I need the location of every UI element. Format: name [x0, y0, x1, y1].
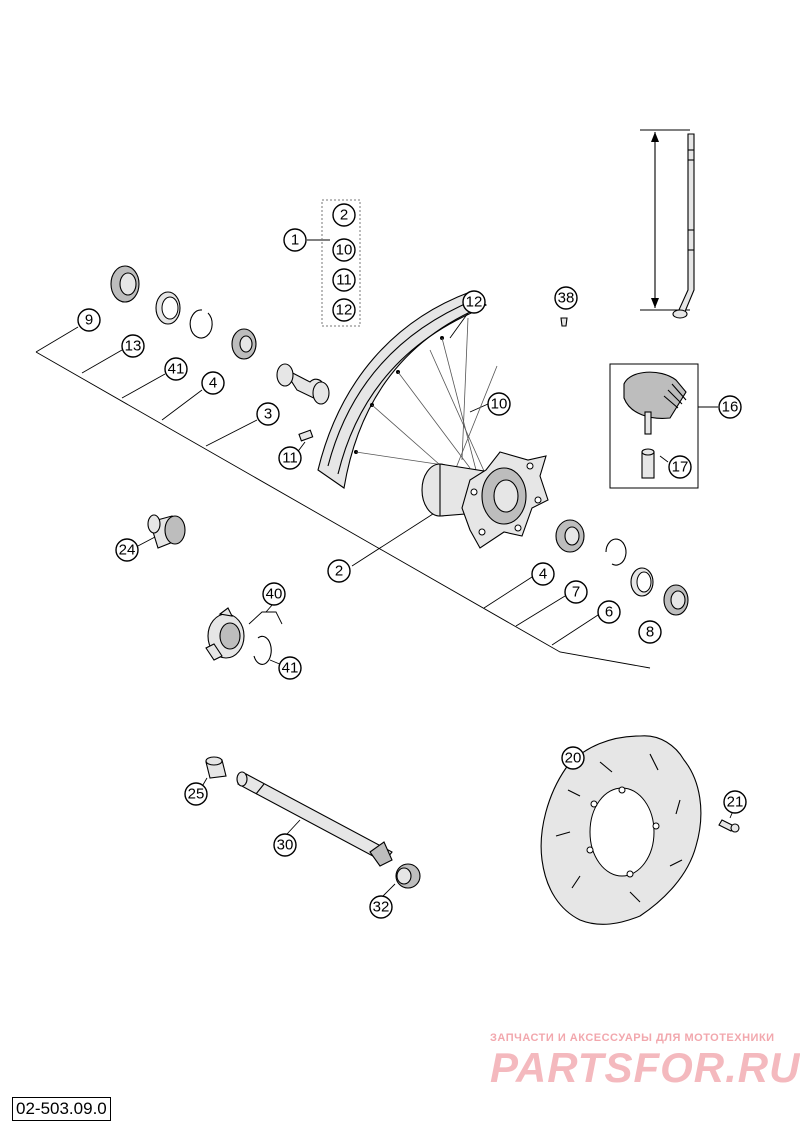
svg-text:38: 38 — [558, 290, 575, 307]
callout-32: 32 — [369, 895, 393, 919]
svg-text:17: 17 — [672, 459, 689, 476]
svg-text:11: 11 — [336, 272, 352, 289]
distance-sleeve — [276, 363, 330, 405]
callout-38: 38 — [554, 286, 578, 310]
callout-20: 20 — [561, 746, 585, 770]
callout-9: 9 — [77, 308, 101, 332]
wheel-hub — [421, 451, 549, 549]
callout-40: 40 — [262, 582, 286, 606]
svg-text:10: 10 — [491, 396, 508, 413]
svg-text:10: 10 — [336, 242, 353, 259]
parts-drawing — [110, 129, 740, 925]
brake-disc — [540, 735, 702, 925]
callout-6: 6 — [597, 600, 621, 624]
spokes — [355, 317, 498, 481]
right-circlip — [605, 538, 627, 566]
svg-text:4: 4 — [539, 566, 547, 583]
svg-text:32: 32 — [373, 899, 390, 916]
callout-10-group: 10 — [332, 238, 356, 262]
speedo-circlip — [253, 635, 272, 665]
callout-10-spoke: 10 — [487, 392, 511, 416]
svg-text:24: 24 — [119, 542, 136, 559]
svg-text:6: 6 — [605, 604, 613, 621]
svg-text:1: 1 — [291, 232, 299, 249]
svg-text:11: 11 — [282, 450, 298, 467]
callout-4-right: 4 — [531, 562, 555, 586]
svg-text:20: 20 — [565, 750, 582, 767]
callout-24: 24 — [115, 538, 139, 562]
callout-1: 1 — [283, 228, 307, 252]
valve-cap — [641, 448, 655, 479]
svg-text:30: 30 — [277, 837, 294, 854]
watermark-tagline: ЗАПЧАСТИ И АКСЕССУАРЫ ДЛЯ МОТОТЕХНИКИ — [490, 1032, 775, 1044]
svg-text:2: 2 — [335, 563, 343, 580]
svg-text:2: 2 — [340, 207, 348, 224]
drawing-number-label: 02-503.09.0 — [12, 1097, 111, 1121]
svg-text:16: 16 — [722, 399, 739, 416]
callout-25: 25 — [184, 782, 208, 806]
callout-2-hub: 2 — [327, 559, 351, 583]
callout-11-group: 11 — [332, 268, 356, 292]
right-spacer-ring — [630, 567, 654, 597]
svg-text:4: 4 — [209, 375, 217, 392]
callout-12-rim: 12 — [462, 290, 486, 314]
callout-41-top: 41 — [164, 357, 188, 381]
callout-12-group: 12 — [332, 298, 356, 322]
callout-4-top: 4 — [201, 371, 225, 395]
svg-text:41: 41 — [168, 361, 185, 378]
svg-text:7: 7 — [572, 584, 580, 601]
callout-13: 13 — [121, 334, 145, 358]
left-bearing — [231, 328, 257, 360]
callout-11-nipple: 11 — [278, 446, 302, 470]
svg-text:21: 21 — [727, 794, 744, 811]
callout-30: 30 — [273, 833, 297, 857]
right-seal — [663, 584, 689, 616]
spoke-length-gauge — [640, 129, 695, 319]
axle-collar-25 — [205, 756, 227, 779]
axle-spacer-24 — [147, 514, 186, 549]
callout-17: 17 — [668, 455, 692, 479]
spoke-nipple — [298, 429, 314, 442]
svg-text:40: 40 — [266, 586, 283, 603]
watermark-logo: PARTSFOR.RU — [490, 1044, 800, 1091]
svg-text:3: 3 — [264, 406, 272, 423]
right-bearing — [555, 519, 585, 553]
callout-8: 8 — [638, 620, 662, 644]
callout-3: 3 — [256, 402, 280, 426]
kit-group-box — [321, 199, 361, 327]
valve-stem — [623, 371, 687, 435]
axle-nut-32 — [395, 863, 421, 889]
svg-text:12: 12 — [466, 294, 483, 311]
svg-text:12: 12 — [336, 302, 353, 319]
svg-text:8: 8 — [646, 624, 654, 641]
svg-text:25: 25 — [188, 786, 205, 803]
disc-bolt — [718, 819, 740, 833]
callout-7: 7 — [564, 580, 588, 604]
callout-21: 21 — [723, 790, 747, 814]
left-seal — [110, 265, 140, 303]
left-spacer-ring — [155, 291, 181, 325]
wheel-axle — [236, 771, 393, 867]
valve-stem-box — [609, 363, 699, 489]
small-part-38 — [560, 317, 568, 327]
speedometer-drive — [205, 607, 245, 661]
svg-text:9: 9 — [85, 312, 93, 329]
callout-2-group: 2 — [332, 203, 356, 227]
svg-text:13: 13 — [125, 338, 142, 355]
leader-lines — [35, 239, 734, 897]
left-circlip — [189, 309, 213, 339]
svg-text:41: 41 — [282, 660, 299, 677]
callout-16: 16 — [718, 395, 742, 419]
callout-41-bottom: 41 — [278, 656, 302, 680]
